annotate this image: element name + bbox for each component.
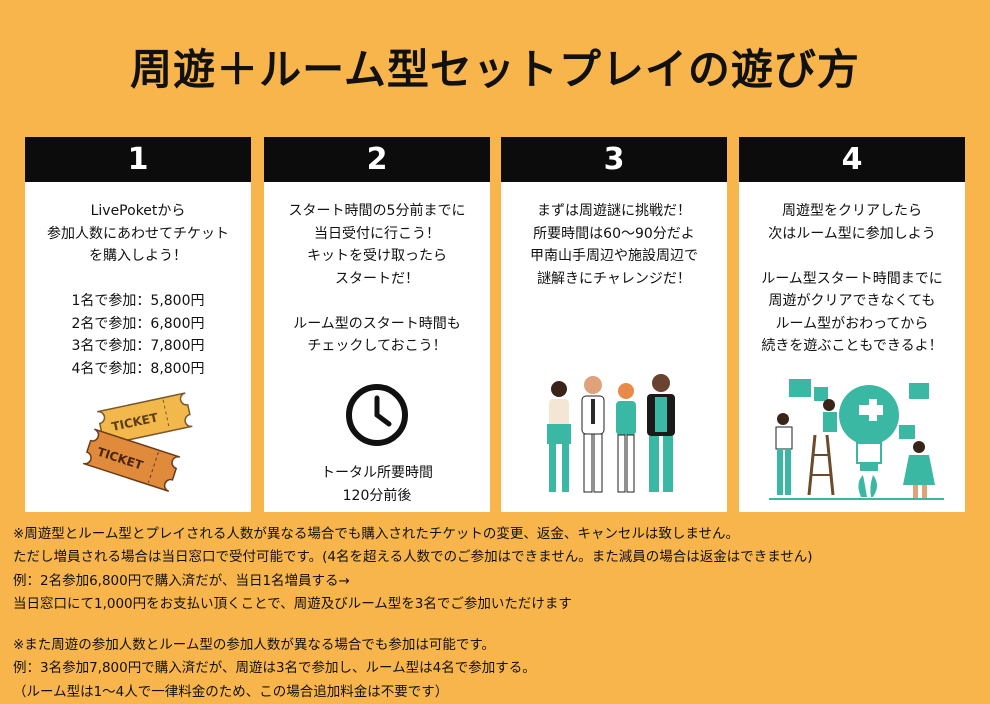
step-line: 当日受付に行こう！ xyxy=(314,225,440,242)
note-line: （ルーム型は1〜4人で一律料金のため、この場合追加料金は不要です） xyxy=(13,683,449,700)
step-line: まずは周遊謎に挑戦だ！ xyxy=(537,203,691,219)
price-line: 1名で参加：5,800円 xyxy=(71,293,205,309)
price-line: 3名で参加：7,800円 xyxy=(71,338,205,354)
step-line: を購入しよう！ xyxy=(89,248,187,264)
step-line-gap xyxy=(745,245,959,268)
duration-label: トータル所要時間 xyxy=(321,465,433,481)
step-number: 3 xyxy=(501,137,727,182)
step-number: 4 xyxy=(739,137,965,182)
step-line: チェックしておこう！ xyxy=(307,338,447,354)
step-line: スタートだ！ xyxy=(335,270,419,287)
note-line: 例：3名参加7,800円で購入済だが、周遊は3名で参加し、ルーム型は4名で参加す… xyxy=(13,660,536,677)
notes-section: ※周遊型とルーム型とプレイされる人数が異なる場合でも購入されたチケットの変更、返… xyxy=(13,523,983,704)
ticket-illustration: TICKET TICKET xyxy=(82,392,193,492)
price-line: 2名で参加：6,800円 xyxy=(71,315,205,332)
step-text: スタート時間の5分前までに 当日受付に行こう！ キットを受け取ったら スタートだ… xyxy=(264,182,490,358)
step-line: キットを受け取ったら xyxy=(307,248,447,264)
puzzle-lightbulb-illustration xyxy=(769,379,944,500)
people-illustration xyxy=(547,374,675,493)
step-line: 周遊型をクリアしたら xyxy=(782,203,922,219)
note-line: 例：2名参加6,800円で購入済だが、当日1名増員する→ xyxy=(13,572,350,589)
note-line: ※また周遊の参加人数とルーム型の参加人数が異なる場合でも参加は可能です。 xyxy=(13,637,496,654)
page-title: 周遊＋ルーム型セットプレイの遊び方 xyxy=(130,45,860,94)
step-text: LivePoketから 参加人数にあわせてチケット を購入しよう！ 1名で参加：… xyxy=(25,182,251,380)
step-line: スタート時間の5分前までに xyxy=(288,203,466,219)
step-line: ルーム型スタート時間までに xyxy=(761,270,943,287)
step-card-4: 4 周遊型をクリアしたら 次はルーム型に参加しよう ルーム型スタート時間までに … xyxy=(739,137,965,512)
step-line-gap xyxy=(270,290,484,313)
step-line: 参加人数にあわせてチケット xyxy=(47,225,229,242)
note-gap xyxy=(13,616,983,634)
step-card-1: 1 LivePoketから 参加人数にあわせてチケット を購入しよう！ 1名で参… xyxy=(25,137,251,512)
step-card-2: 2 スタート時間の5分前までに 当日受付に行こう！ キットを受け取ったら スター… xyxy=(264,137,490,512)
clock-icon xyxy=(346,384,408,446)
step-text: 周遊型をクリアしたら 次はルーム型に参加しよう ルーム型スタート時間までに 周遊… xyxy=(739,182,965,358)
note-line: ただし増員される場合は当日窓口で受付可能です。(4名を超える人数でのご参加はでき… xyxy=(13,549,813,566)
step-line: 周遊がクリアできなくても xyxy=(768,293,936,309)
step-line: 所要時間は60〜90分だよ xyxy=(533,225,695,242)
duration-caption: トータル所要時間 120分前後 xyxy=(264,462,490,507)
step-line: 続きを遊ぶこともできるよ！ xyxy=(761,338,943,354)
step-line: 次はルーム型に参加しよう xyxy=(768,225,936,242)
note-line: ※周遊型とルーム型とプレイされる人数が異なる場合でも購入されたチケットの変更、返… xyxy=(13,526,739,542)
step-text: まずは周遊謎に挑戦だ！ 所要時間は60〜90分だよ 甲南山手周辺や施設周辺で 謎… xyxy=(501,182,727,290)
step-line: 謎解きにチャレンジだ！ xyxy=(537,270,691,287)
step-card-3: 3 まずは周遊謎に挑戦だ！ 所要時間は60〜90分だよ 甲南山手周辺や施設周辺で… xyxy=(501,137,727,512)
step-line-gap xyxy=(31,268,245,291)
step-line: ルーム型のスタート時間も xyxy=(293,315,461,332)
step-line: 甲南山手周辺や施設周辺で xyxy=(530,248,698,264)
duration-value: 120分前後 xyxy=(342,487,412,504)
step-line: LivePoketから xyxy=(90,203,186,219)
step-number: 1 xyxy=(25,137,251,182)
note-line: 当日窓口にて1,000円をお支払い頂くことで、周遊及びルーム型を3名でご参加いた… xyxy=(13,595,572,612)
step-number: 2 xyxy=(264,137,490,182)
price-line: 4名で参加：8,800円 xyxy=(71,360,205,377)
step-line: ルーム型がおわってから xyxy=(775,315,929,332)
